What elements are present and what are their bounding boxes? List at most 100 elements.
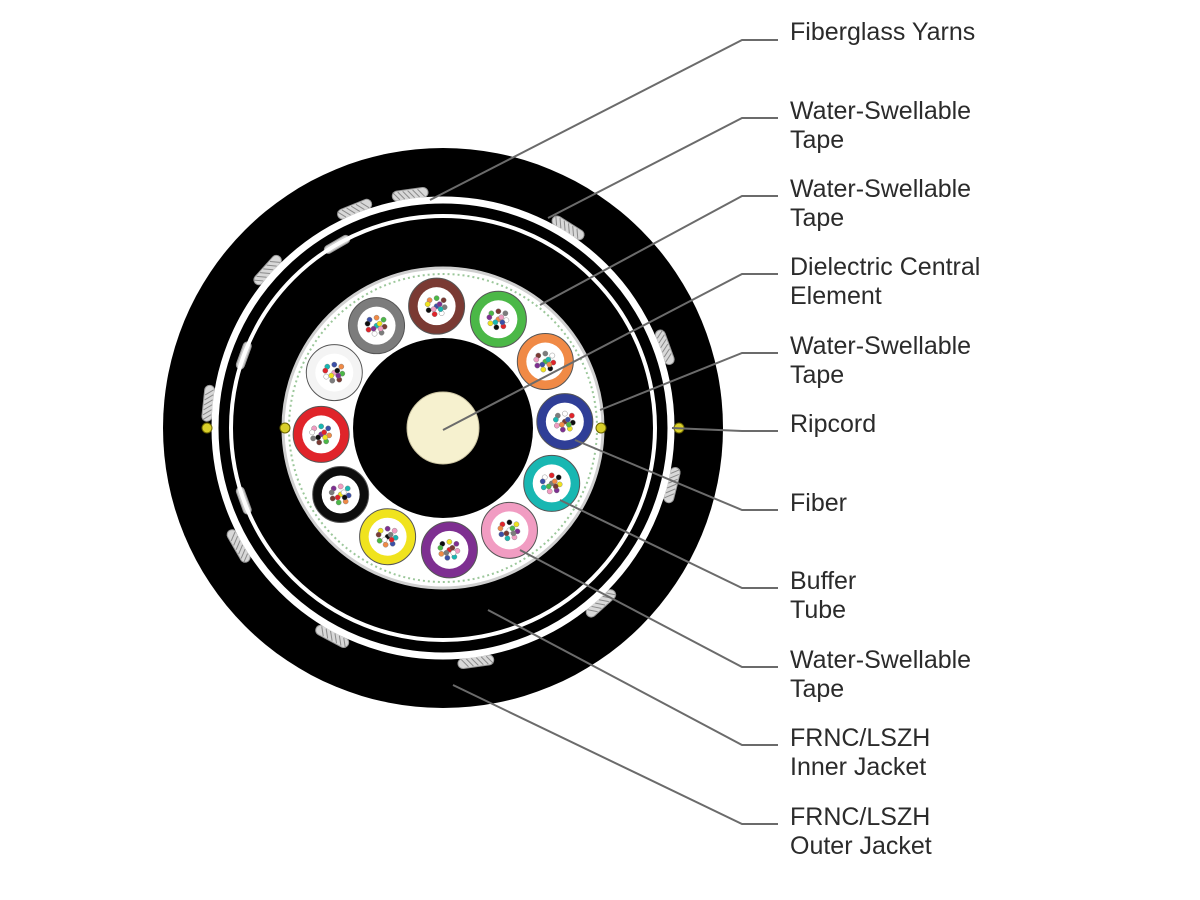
label-fiberglass-yarns: Fiberglass Yarns <box>790 18 976 46</box>
fiber <box>555 474 562 481</box>
fiber <box>502 310 509 317</box>
fiber <box>540 484 547 491</box>
yarn-strand <box>269 260 281 263</box>
yarn-strand <box>321 626 324 637</box>
fiber <box>549 352 556 359</box>
yarn-strand <box>669 473 679 479</box>
fiber <box>449 545 456 551</box>
leader-line-fiber <box>574 439 778 511</box>
buffer-tube-white <box>305 344 363 402</box>
fiber <box>376 320 383 327</box>
fiber <box>365 326 372 333</box>
fiber <box>560 426 566 433</box>
fiber <box>329 495 336 502</box>
fiber <box>373 314 380 321</box>
yarn-strand <box>563 220 566 231</box>
leader-line-water-swellable-tape-4 <box>519 549 778 668</box>
fiber <box>376 537 383 544</box>
fiber <box>437 306 444 312</box>
yarn-strand <box>595 602 606 606</box>
fiber <box>328 372 335 379</box>
leader-line-water-swellable-tape-2 <box>539 195 778 306</box>
fiber <box>486 314 493 321</box>
buffer-tube-violet <box>420 521 478 579</box>
yarn-strand <box>661 343 669 353</box>
fiber <box>497 525 504 532</box>
fiber <box>338 363 345 370</box>
yarn-strand <box>598 599 609 603</box>
fiber <box>341 494 348 501</box>
yarn-strand <box>392 192 401 201</box>
fiber <box>430 306 437 312</box>
fiber <box>388 536 395 543</box>
fiber <box>444 555 451 561</box>
yarn-strand <box>263 268 274 271</box>
fiber <box>323 373 330 380</box>
yarn-strand <box>587 609 598 613</box>
fiber <box>504 535 511 542</box>
cable-cross-section <box>163 148 723 708</box>
fiber <box>542 350 549 357</box>
ripcord <box>279 422 291 434</box>
yarn-strand <box>664 493 675 499</box>
leader-line-water-swellable-tape-3 <box>599 352 778 411</box>
yarn-strand <box>660 339 667 348</box>
leader-line-frnc-lszh-inner-jacket <box>487 609 778 746</box>
fiber <box>565 416 571 423</box>
buffer-tube-orange <box>516 333 574 391</box>
fiber <box>534 362 541 369</box>
yarn-strand <box>243 553 249 563</box>
fiber <box>370 325 377 332</box>
fiber <box>337 483 344 490</box>
fiber <box>437 545 444 551</box>
fiber <box>551 478 558 485</box>
yarn-strand <box>202 414 212 421</box>
fiber <box>371 330 378 337</box>
yarn-strand <box>606 592 617 596</box>
leader-line-buffer-tube <box>559 499 778 589</box>
yarn-strand <box>203 399 213 406</box>
water-swellable-tape-outer <box>211 196 675 660</box>
fiber <box>545 483 552 490</box>
yarn-strand <box>485 655 494 664</box>
ripcord <box>201 422 213 434</box>
fiber <box>495 308 502 315</box>
fiber <box>424 301 431 307</box>
fiber <box>492 319 499 326</box>
buffer-tube-brown <box>408 277 466 335</box>
label-fiber: Fiber <box>790 489 847 517</box>
fiber <box>436 301 443 307</box>
fiber <box>310 435 316 442</box>
fiber <box>340 489 347 496</box>
fiber <box>498 314 505 321</box>
yarn-strand <box>204 389 214 396</box>
yarn-strand <box>572 226 575 237</box>
yarn-strand <box>341 209 351 216</box>
fiber <box>382 541 389 548</box>
yarn-strand <box>665 488 676 494</box>
yarn-strand <box>567 223 570 234</box>
dielectric-central-element <box>406 391 480 465</box>
fiber <box>453 541 460 547</box>
fiber <box>553 416 559 423</box>
fiber <box>321 429 327 436</box>
fiberglass-yarn <box>315 624 350 648</box>
yarn-strand <box>397 191 406 200</box>
fiber <box>438 551 445 557</box>
buffer-tube-slate <box>348 297 406 355</box>
yarn-strand <box>334 633 338 644</box>
fiber <box>328 489 335 496</box>
leader-line-water-swellable-tape-1 <box>547 117 778 219</box>
fiber <box>546 361 553 368</box>
fiber <box>315 434 321 441</box>
fiber <box>329 377 336 384</box>
fiber <box>540 366 547 373</box>
fiber <box>344 485 351 492</box>
